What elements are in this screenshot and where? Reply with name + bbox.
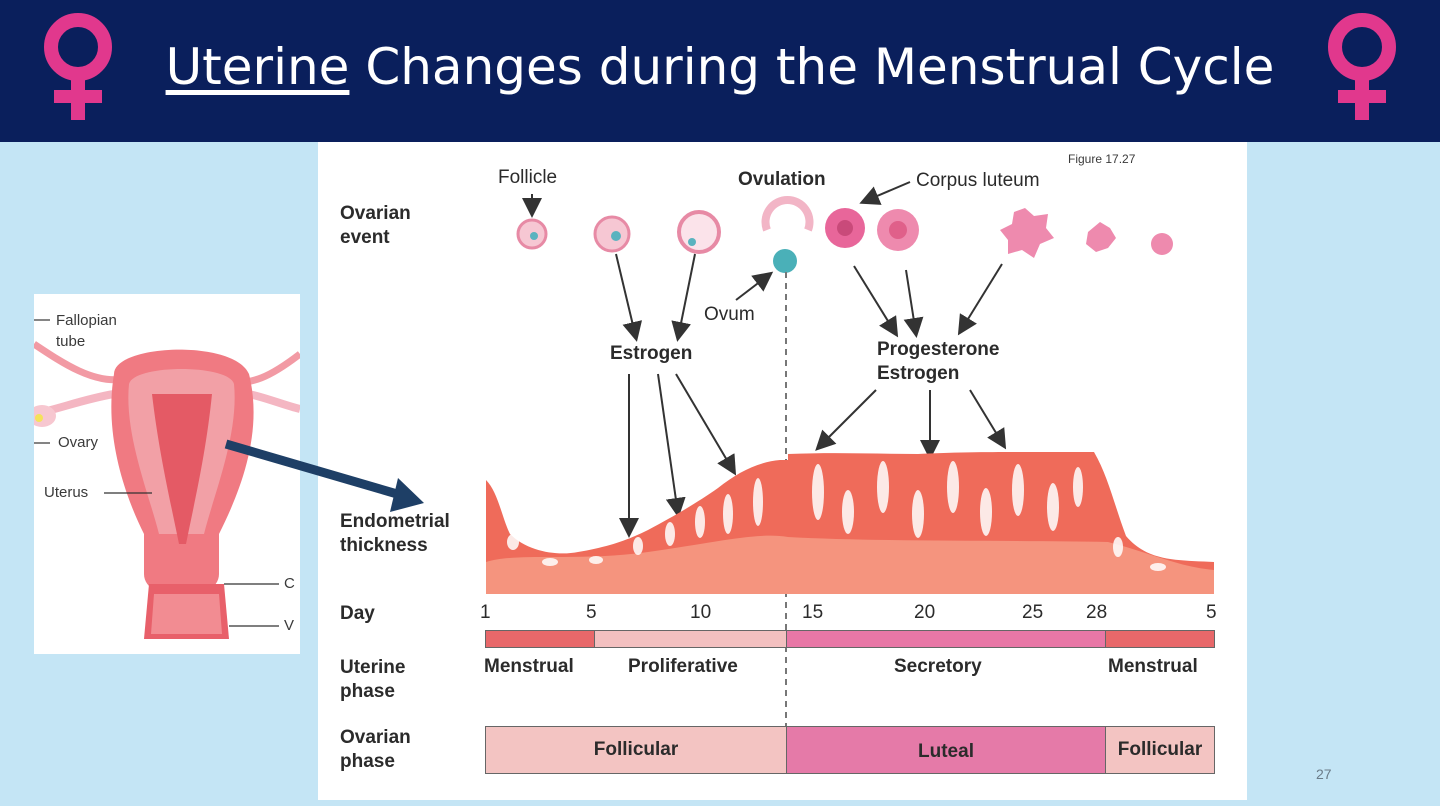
uterine-phase-proliferative: Proliferative: [628, 656, 738, 677]
label-vagina-partial: V: [284, 617, 295, 634]
label-fallopian-tube: Fallopian tube: [56, 312, 117, 350]
label-progesterone: Progesterone: [877, 339, 1000, 360]
uterine-phase-menstrual-2: Menstrual: [1108, 656, 1198, 677]
day-tick: 5: [1206, 602, 1217, 623]
label-uterus: Uterus: [44, 484, 89, 501]
title-rest: Changes during the Menstrual Cycle: [349, 38, 1275, 96]
day-tick: 1: [480, 602, 491, 623]
corpus-albicans-2: [1086, 222, 1116, 252]
corpus-luteum-2: [877, 209, 919, 251]
follicle-stage-3: [677, 210, 721, 254]
uterine-bar-secretory: [786, 630, 1106, 648]
ovarian-bar-follicular-2: [1105, 726, 1215, 774]
uterine-phase-secretory: Secretory: [894, 656, 982, 677]
follicle-stage-1: [516, 218, 548, 250]
ovarian-bar-luteal: [786, 726, 1106, 774]
figure-reference: Figure 17.27: [1068, 152, 1136, 166]
day-tick: 5: [586, 602, 597, 623]
uterine-bar-menstrual: [485, 630, 595, 648]
label-ovarian-phase: Ovarian phase: [340, 727, 411, 772]
corpus-albicans-3: [1151, 233, 1173, 255]
figure-drawing: [486, 181, 1214, 732]
label-ovary: Ovary: [58, 434, 99, 451]
day-tick: 10: [690, 602, 712, 623]
day-tick: 15: [802, 602, 824, 623]
uterus-anatomy-image: Fallopian tube Ovary Uterus C V: [34, 294, 300, 654]
venus-symbol-icon-right: [1328, 13, 1396, 120]
uterine-phase-menstrual: Menstrual: [484, 656, 574, 677]
day-tick: 25: [1022, 602, 1044, 623]
uterine-bar-menstrual-2: [1105, 630, 1215, 648]
ovum-cell: [773, 249, 797, 273]
label-estrogen: Estrogen: [610, 343, 693, 364]
label-corpus-luteum: Corpus luteum: [916, 170, 1040, 191]
day-tick: 20: [914, 602, 936, 623]
uterus-illustration: [34, 319, 300, 639]
slide-title: Uterine Changes during the Menstrual Cyc…: [0, 38, 1440, 96]
label-day: Day: [340, 603, 375, 624]
label-ovarian-event: Ovarian event: [340, 203, 411, 248]
ruptured-follicle: [761, 196, 814, 232]
label-cervix-partial: C: [284, 575, 295, 592]
corpus-luteum-1: [825, 208, 865, 248]
label-ovum: Ovum: [704, 304, 755, 325]
venus-symbol-icon-left: [44, 13, 112, 120]
day-tick: 28: [1086, 602, 1108, 623]
label-endometrial-thickness: Endometrial thickness: [340, 511, 450, 556]
uterine-bar-proliferative: [594, 630, 787, 648]
endometrium-profile: [486, 452, 1214, 594]
corpus-albicans-1: [1000, 208, 1054, 258]
ovarian-phase-luteal: Luteal: [918, 741, 974, 762]
slide-number: 27: [1316, 766, 1332, 782]
label-estrogen-2: Estrogen: [877, 363, 960, 384]
ovarian-phase-follicular: Follicular: [593, 739, 679, 760]
slide-header: Uterine Changes during the Menstrual Cyc…: [0, 0, 1440, 142]
ovarian-bar-follicular: [485, 726, 787, 774]
label-uterine-phase: Uterine phase: [340, 657, 406, 702]
ovarian-phase-follicular-2: Follicular: [1117, 739, 1203, 760]
title-underlined-word: Uterine: [165, 38, 350, 96]
menstrual-cycle-figure: Figure 17.27 Ovarian event Follicle Ovul…: [318, 142, 1247, 800]
label-follicle: Follicle: [498, 167, 558, 188]
label-ovulation: Ovulation: [738, 169, 826, 190]
follicle-stage-2: [593, 215, 631, 253]
